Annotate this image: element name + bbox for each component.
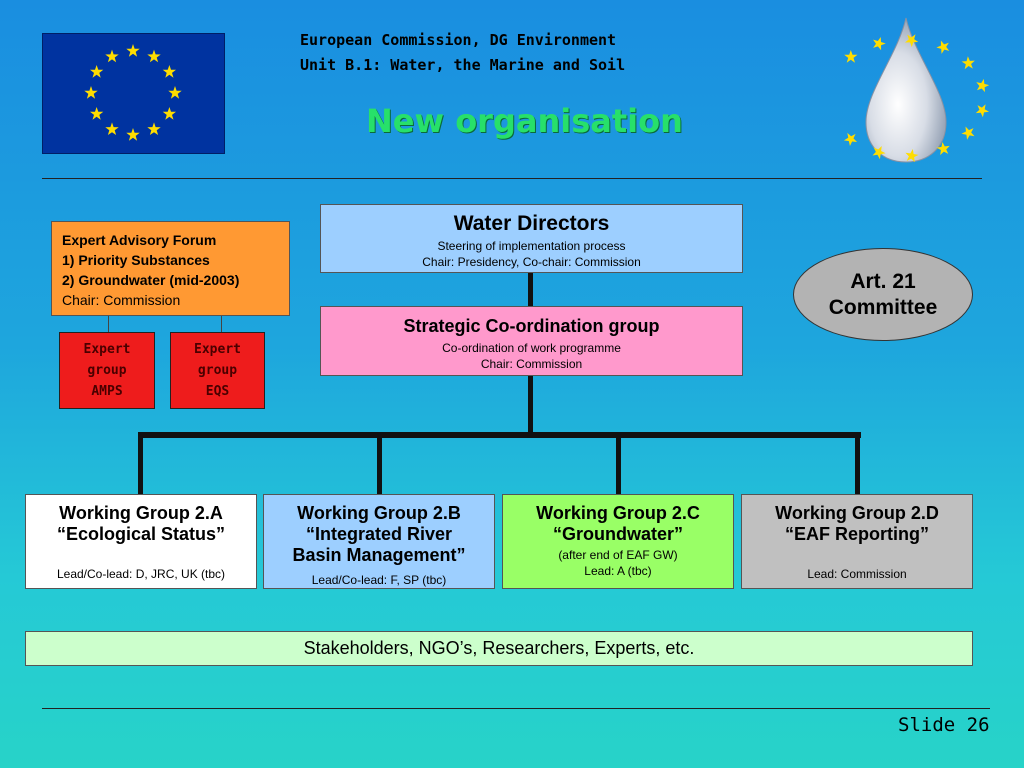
water-directors-box: Water Directors Steering of implementati…	[320, 204, 743, 273]
drop-star	[961, 56, 975, 70]
connector-wg-b	[377, 432, 382, 495]
water-directors-chair: Chair: Presidency, Co-chair: Commission	[422, 255, 641, 269]
header-unit: Unit B.1: Water, the Marine and Soil	[300, 56, 626, 74]
connector-bus	[138, 432, 861, 438]
wg-2c-note: (after end of EAF GW)	[558, 548, 678, 562]
water-directors-role: Steering of implementation process	[437, 239, 626, 253]
working-group-2a-box: Working Group 2.A “Ecological Status” Le…	[25, 494, 257, 589]
wg-2a-lead: Lead/Co-lead: D, JRC, UK (tbc)	[56, 567, 226, 581]
strategic-coordination-box: Strategic Co-ordination group Co-ordinat…	[320, 306, 743, 376]
slide-number: Slide 26	[898, 714, 990, 736]
stakeholders-box: Stakeholders, NGO’s, Researchers, Expert…	[25, 631, 973, 666]
wg-2b-subtitle-1: “Integrated River	[305, 524, 453, 544]
wg-2c-lead: Lead: A (tbc)	[584, 564, 652, 578]
water-drop-logo-icon	[814, 14, 994, 170]
strategic-title: Strategic Co-ordination group	[403, 316, 660, 336]
connector-sc-bus	[528, 375, 533, 435]
wg-2b-lead: Lead/Co-lead: F, SP (tbc)	[311, 573, 447, 587]
stakeholders-label: Stakeholders, NGO’s, Researchers, Expert…	[303, 638, 695, 658]
wg-2c-title: Working Group 2.C	[536, 503, 700, 523]
expert-group-amps-l2: group	[87, 363, 127, 378]
committee-label: Committee	[828, 296, 938, 319]
flag-star	[162, 107, 176, 120]
wg-2d-lead: Lead: Commission	[807, 567, 907, 581]
header-organisation: European Commission, DG Environment	[300, 31, 617, 49]
expert-group-amps-l1: Expert	[83, 342, 131, 357]
strategic-chair: Chair: Commission	[480, 357, 583, 371]
drop-star	[843, 132, 858, 146]
expert-group-amps-box: Expert group AMPS	[59, 332, 155, 409]
drop-star	[905, 149, 919, 163]
wg-2c-subtitle: “Groundwater”	[552, 524, 683, 544]
drop-star	[872, 145, 886, 160]
flag-star	[126, 128, 140, 141]
drop-star	[904, 34, 919, 48]
drop-star	[976, 78, 990, 93]
connector-forum-eqs	[221, 315, 222, 332]
flag-star	[90, 107, 104, 120]
connector-wg-a	[138, 432, 143, 495]
drop-star	[936, 40, 950, 54]
footer-divider	[42, 708, 990, 709]
flag-star	[147, 122, 161, 135]
expert-group-eqs-l3: EQS	[205, 384, 230, 399]
forum-item-1: 1) Priority Substances	[62, 252, 210, 268]
wg-2b-subtitle-2: Basin Management”	[292, 545, 466, 565]
drop-star	[873, 37, 886, 51]
flag-star	[84, 86, 98, 99]
expert-group-eqs-l2: group	[197, 363, 238, 378]
wg-2a-subtitle: “Ecological Status”	[56, 524, 226, 544]
drop-star	[961, 126, 975, 140]
working-group-2d-box: Working Group 2.D “EAF Reporting” Lead: …	[741, 494, 973, 589]
wg-2d-subtitle: “EAF Reporting”	[785, 524, 929, 544]
forum-item-2: 2) Groundwater (mid-2003)	[62, 272, 240, 288]
wg-2a-title: Working Group 2.A	[59, 503, 223, 523]
flag-star	[162, 65, 176, 78]
art21-label: Art. 21	[850, 270, 916, 293]
flag-star	[147, 49, 161, 63]
connector-wg-d	[855, 432, 860, 495]
flag-star	[90, 65, 104, 78]
expert-group-amps-l3: AMPS	[91, 384, 123, 399]
drop-star	[936, 141, 950, 156]
expert-group-eqs-l1: Expert	[194, 342, 241, 357]
strategic-role: Co-ordination of work programme	[442, 341, 621, 355]
flag-star	[168, 86, 182, 99]
forum-chair: Chair: Commission	[62, 292, 181, 308]
connector-wd-sc	[528, 272, 533, 308]
forum-title: Expert Advisory Forum	[62, 232, 217, 248]
drop-star	[844, 50, 858, 63]
water-directors-title: Water Directors	[453, 212, 610, 235]
flag-star	[105, 49, 119, 63]
expert-group-eqs-box: Expert group EQS	[170, 332, 265, 409]
connector-forum-amps	[108, 315, 109, 332]
header-divider	[42, 178, 982, 179]
working-group-2b-box: Working Group 2.B “Integrated River Basi…	[263, 494, 495, 589]
expert-advisory-forum-box: Expert Advisory Forum 1) Priority Substa…	[51, 221, 290, 316]
drop-star	[975, 104, 990, 118]
art21-committee-ellipse: Art. 21 Committee	[793, 248, 973, 341]
connector-wg-c	[616, 432, 621, 495]
wg-2b-title: Working Group 2.B	[297, 503, 461, 523]
working-group-2c-box: Working Group 2.C “Groundwater” (after e…	[502, 494, 734, 589]
wg-2d-title: Working Group 2.D	[775, 503, 939, 523]
flag-star	[105, 122, 119, 135]
eu-flag-icon	[42, 33, 225, 154]
flag-star	[126, 44, 140, 57]
page-title: New organisation	[366, 102, 683, 140]
